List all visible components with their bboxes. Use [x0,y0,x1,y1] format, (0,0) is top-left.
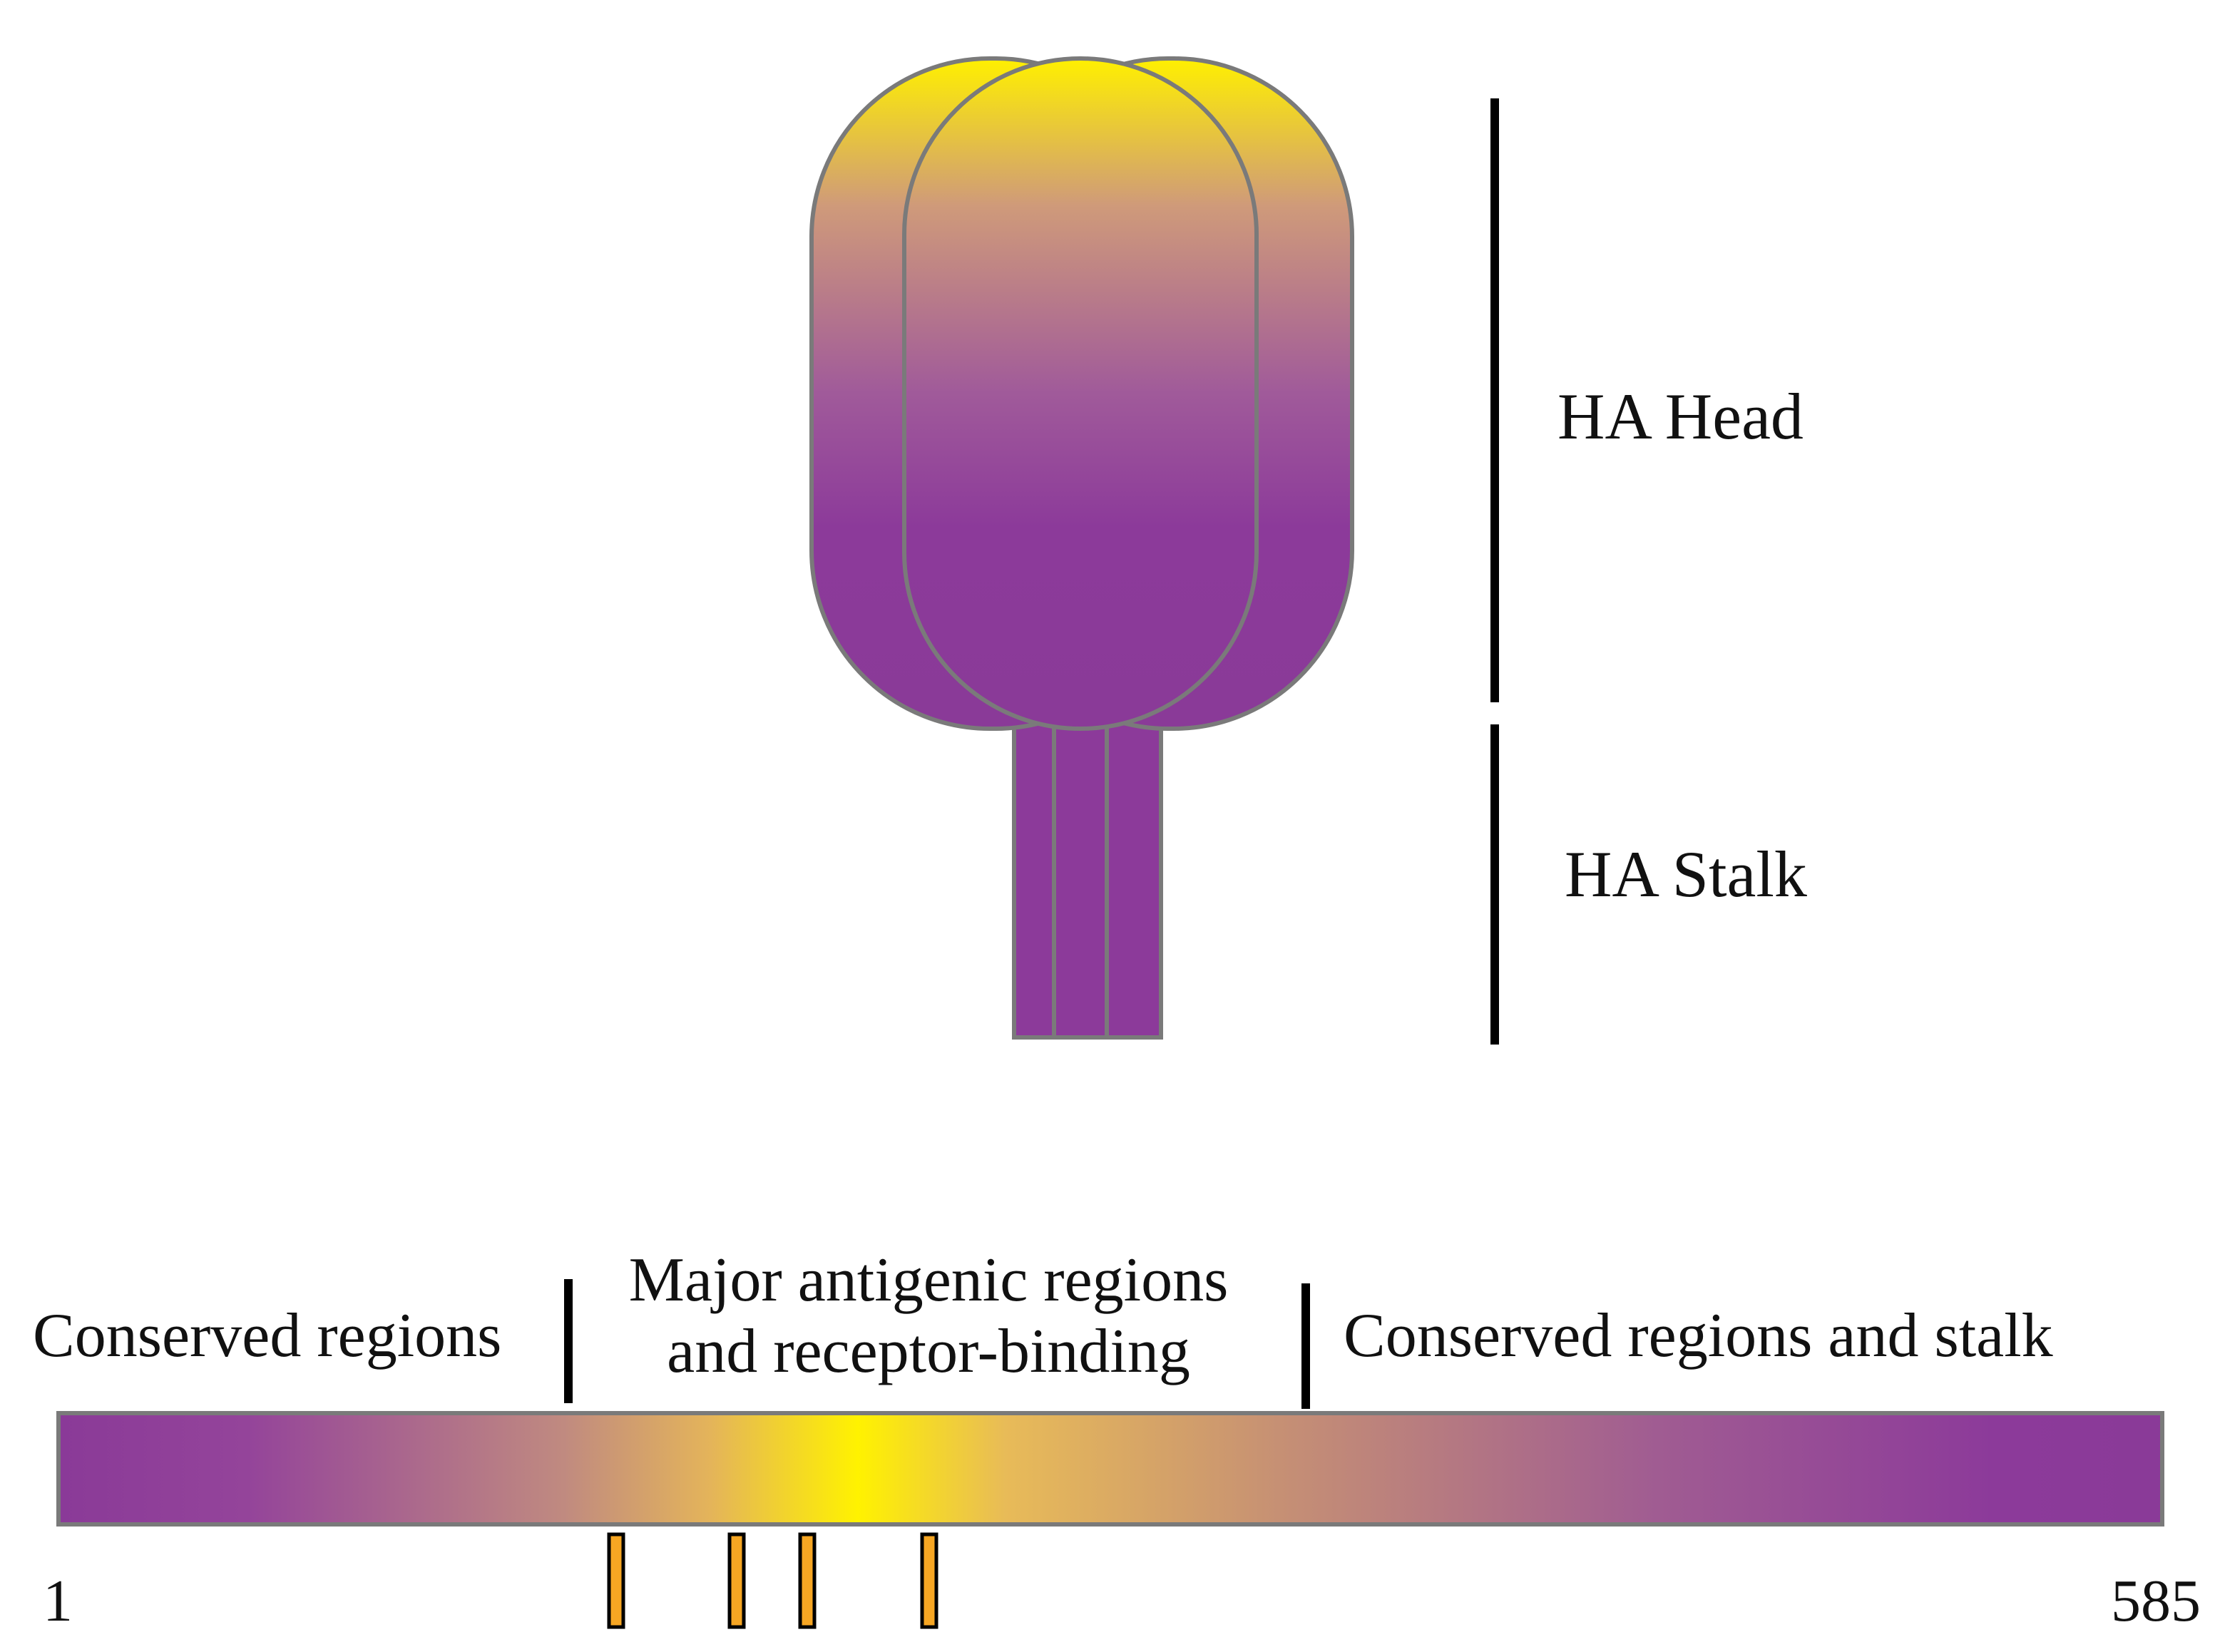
antigenic-site-marker [727,1532,746,1629]
antigenic-site-marker [920,1532,938,1629]
antigenic-site-marker [607,1532,625,1629]
region-label-antigenic-line2: and receptor-binding [667,1317,1190,1386]
ha-stalk-shape [1012,714,1163,1040]
ha-head-shape [809,56,1354,731]
sequence-bar [56,1411,2164,1527]
region-label-conserved: Conserved regions [33,1301,502,1370]
region-label-antigenic-line1: Major antigenic regions [628,1246,1229,1315]
region-label-conserved-stalk: Conserved regions and stalk [1344,1301,2053,1370]
antigenic-site-markers [607,1532,938,1629]
stalk-strand-left [1012,714,1056,1040]
sequence-end-label: 585 [2111,1568,2201,1634]
ha-head-label: HA Head [1557,380,1804,453]
antigenic-site-marker [798,1532,817,1629]
stalk-strand-middle [1052,714,1109,1040]
ha-stalk-label: HA Stalk [1565,838,1807,910]
stalk-strand-right [1105,714,1163,1040]
head-lobe-front [902,56,1259,731]
sequence-start-label: 1 [43,1568,73,1634]
ha-trimer [809,56,1354,1040]
